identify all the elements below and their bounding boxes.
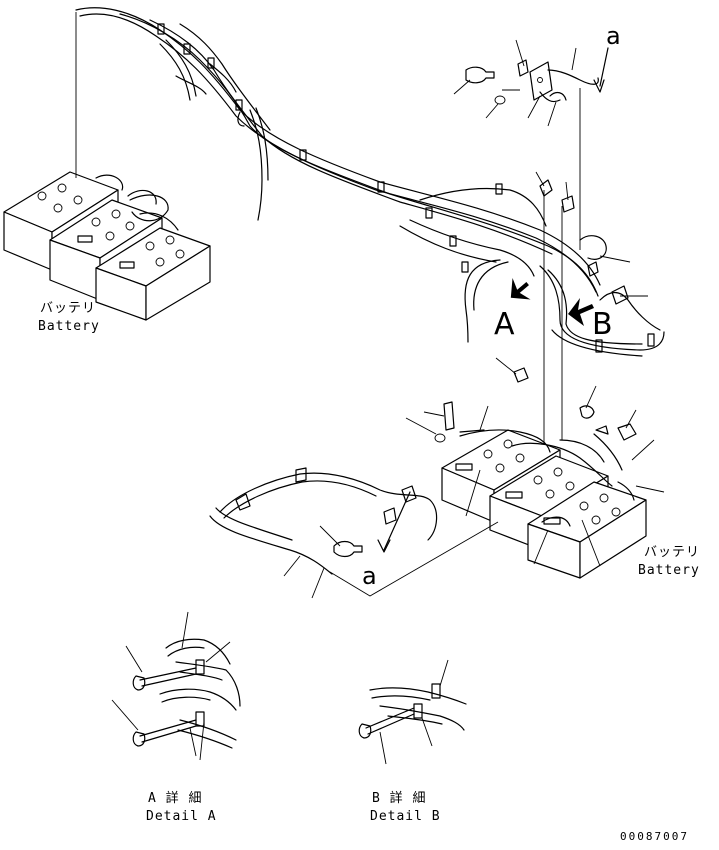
ref-label-a-bottom: a	[362, 562, 377, 590]
battery-left-jumper	[129, 194, 169, 222]
view-label-b: B	[592, 307, 613, 342]
battery-right-label-jp: バッテリ	[644, 545, 700, 560]
detail-b-label-jp: B 詳 細	[372, 790, 426, 806]
bracket-assembly	[453, 39, 609, 127]
battery-group-left	[3, 171, 211, 321]
view-arrow-b	[568, 298, 594, 326]
main-harness	[75, 7, 601, 297]
ref-label-a-top: a	[606, 22, 621, 50]
detail-a-drawing	[111, 611, 241, 761]
battery-left-3	[95, 227, 211, 321]
right-battery-parts	[405, 357, 665, 567]
detail-a-label-en: Detail A	[146, 809, 217, 824]
arrow-a-top	[599, 47, 609, 87]
battery-left-label-jp: バッテリ	[40, 301, 96, 316]
ground-cable-assembly	[209, 467, 499, 599]
battery-group-right	[441, 425, 647, 579]
detail-b-label-en: Detail B	[370, 809, 441, 824]
detail-a-label-jp: A 詳 細	[148, 790, 202, 806]
drawing-number: 00087007	[620, 830, 689, 843]
battery-right-label-en: Battery	[638, 563, 700, 578]
view-label-a: A	[494, 307, 515, 342]
battery-left-terminal-cables	[95, 174, 179, 231]
detail-b-drawing	[358, 659, 467, 765]
right-harness-branch	[464, 235, 665, 357]
battery-left-label-en: Battery	[38, 319, 100, 334]
view-arrow-a	[510, 277, 531, 300]
mid-clamps	[535, 171, 648, 297]
battery-right-3	[527, 481, 647, 579]
